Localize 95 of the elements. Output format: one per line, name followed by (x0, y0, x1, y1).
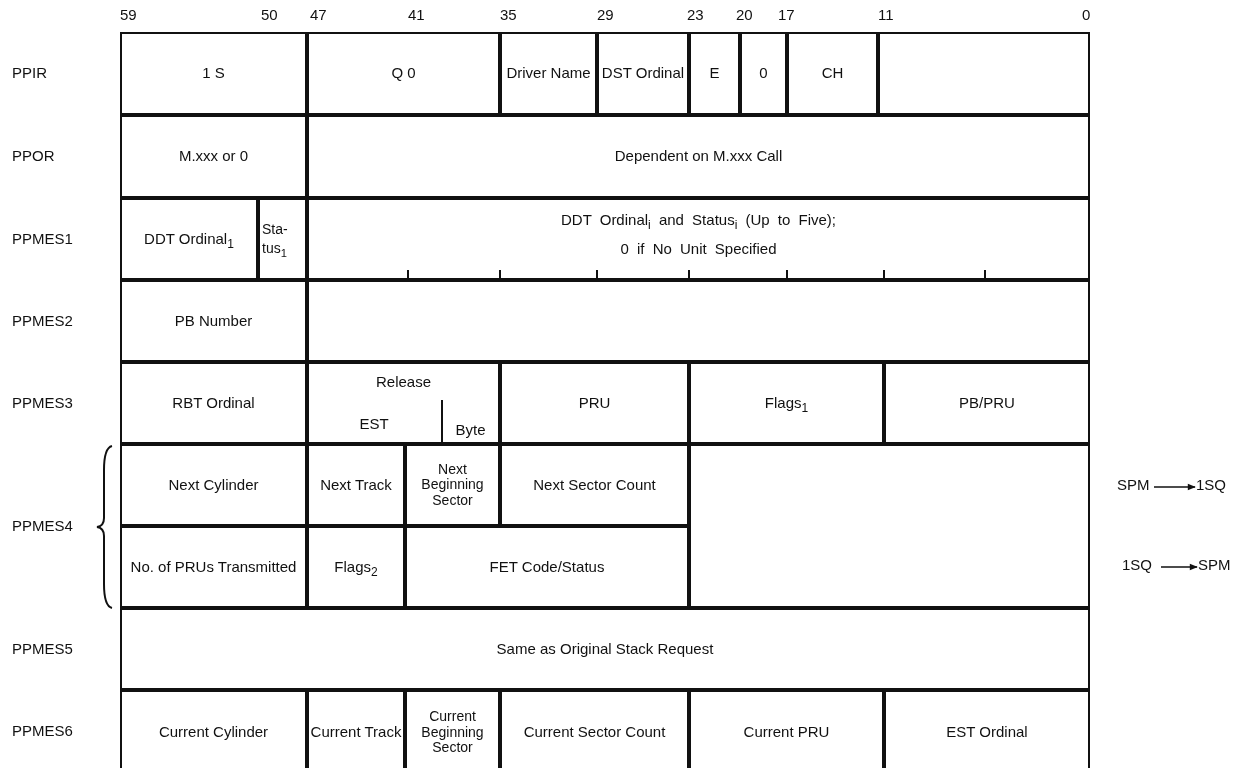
bit-number: 20 (736, 6, 753, 23)
field-name: 0 if No Unit Specified (620, 239, 777, 260)
field-name: Q 0 (391, 63, 416, 84)
field-name: RBT Ordinal (172, 392, 255, 413)
field-cell (405, 526, 689, 608)
bit-number: 11 (878, 6, 894, 23)
field-cell (120, 690, 307, 768)
arrow (1153, 483, 1196, 491)
field-cell (740, 32, 787, 115)
field-cell (120, 32, 307, 115)
field-cell (689, 690, 884, 768)
field-cell (500, 444, 689, 526)
field-name: PB Number (174, 310, 253, 331)
field-cell (258, 198, 307, 280)
bit-number: 50 (261, 6, 278, 23)
unit-label: 1SQ (1122, 556, 1158, 578)
empty-field (878, 32, 1090, 115)
field-name: Next Cylinder (168, 474, 259, 495)
field-name: 0 (759, 63, 768, 84)
field-cell (120, 608, 1090, 690)
word-name: PPMES4 (12, 517, 73, 534)
word-name: PPMES1 (12, 230, 73, 247)
field-cell (787, 32, 878, 115)
word-name: PPMES5 (12, 640, 73, 657)
field-name: EST Ordinal (946, 722, 1028, 743)
field-cell (307, 362, 500, 444)
field-name: Next Beginning Sector (420, 461, 485, 509)
field-cell (500, 32, 597, 115)
field-cell (884, 690, 1090, 768)
field-cell (405, 690, 500, 768)
bit-number: 0 (1082, 6, 1091, 23)
field-name: DDT Ordinal$_{i}$ and Status$_{i}$ (Up to Five); (561, 210, 836, 231)
field-cell (120, 280, 307, 362)
field-cell (597, 32, 689, 115)
field-cell (120, 362, 307, 444)
field-name: Current Cylinder (158, 722, 269, 743)
field-cell (884, 362, 1090, 444)
unit-label: SPM (1117, 476, 1151, 498)
field-name: PRU (578, 392, 611, 413)
field-name: EST (359, 413, 389, 434)
field-cell (689, 362, 884, 444)
field-name: CH (821, 63, 844, 84)
field-name: Sta- tus$_{1}$ (262, 220, 289, 258)
arrow (1160, 563, 1198, 571)
field-name: PB/PRU (959, 392, 1015, 413)
field-cell (307, 444, 405, 526)
bit-number: 29 (597, 6, 614, 23)
unit-label: SPM (1198, 556, 1235, 578)
bit-number: 41 (408, 6, 425, 23)
field-cell (120, 444, 307, 526)
bit-number: 59 (120, 6, 137, 23)
bit-number: 35 (500, 6, 517, 23)
field-cell (307, 526, 405, 608)
field-name: DST Ordinal (601, 63, 685, 84)
field-name: Next Sector Count (533, 474, 656, 495)
field-name: E (709, 63, 720, 84)
field-cell (500, 690, 689, 768)
field-name: DDT Ordinal$_{1}$ (144, 228, 234, 250)
field-cell (307, 32, 500, 115)
word-name: PPMES6 (12, 722, 73, 739)
empty-field (689, 444, 1090, 608)
field-cell (307, 198, 1090, 280)
word-name: PPOR (12, 147, 55, 164)
field-name: Flags$_{1}$ (764, 392, 809, 414)
field-name: Current Sector Count (523, 722, 666, 743)
word-name: PPMES2 (12, 312, 73, 329)
field-cell (120, 115, 307, 198)
field-name: Current Track (310, 722, 402, 743)
field-name: Release (375, 372, 431, 392)
field-name: FET Code/Status (489, 556, 605, 577)
field-name: No. of PRUs Transmitted (130, 556, 297, 577)
bit-number: 23 (687, 6, 704, 23)
field-name: M.xxx or 0 (178, 146, 249, 167)
word-name: PPMES3 (12, 394, 73, 411)
unit-label: 1SQ (1196, 476, 1232, 498)
bit-number: 17 (778, 6, 795, 23)
field-name: Driver Name (506, 63, 591, 84)
field-name: 1 S (202, 63, 225, 84)
field-name: Same as Original Stack Request (496, 638, 714, 659)
field-cell (307, 690, 405, 768)
field-cell (405, 444, 500, 526)
field-cell (307, 115, 1090, 198)
field-cell (689, 32, 740, 115)
field-name: Flags$_{2}$ (334, 556, 378, 578)
field-cell (120, 198, 258, 280)
field-name: Dependent on M.xxx Call (614, 146, 783, 167)
field-name: Current Beginning Sector (420, 709, 485, 756)
word-name: PPIR (12, 64, 47, 81)
field-name: Byte (455, 419, 486, 440)
field-name: Next Track (320, 474, 392, 495)
bit-number: 47 (310, 6, 327, 23)
field-cell (120, 526, 307, 608)
empty-field (307, 280, 1090, 362)
field-cell (500, 362, 689, 444)
field-name: Current PRU (743, 722, 830, 743)
